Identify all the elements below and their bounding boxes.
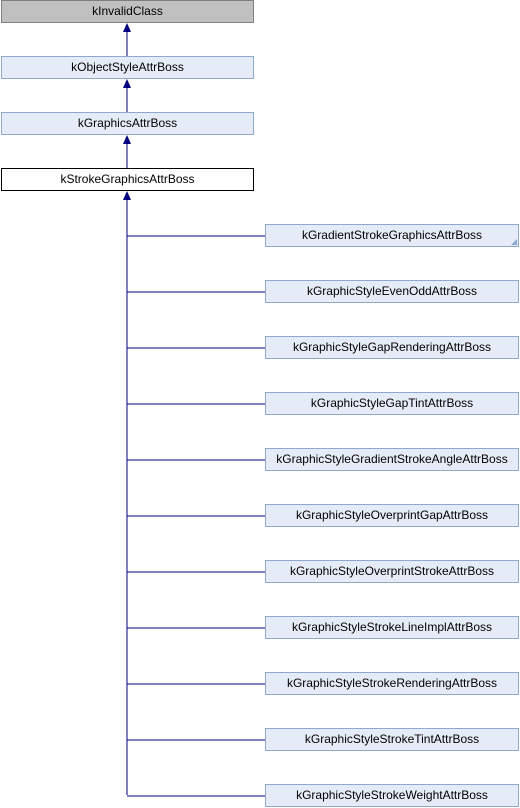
child-class-node-kGraphicStyleGapRenderingAttrBoss[interactable]: kGraphicStyleGapRenderingAttrBoss [265,336,519,359]
inheritance-arrowhead [123,135,131,144]
inheritance-arrowhead [123,23,131,32]
class-label: kGraphicStyleGradientStrokeAngleAttrBoss [276,452,508,466]
child-class-node-kGraphicStyleStrokeTintAttrBoss[interactable]: kGraphicStyleStrokeTintAttrBoss [265,728,519,751]
class-label: kGraphicsAttrBoss [77,116,178,130]
child-class-node-kGradientStrokeGraphicsAttrBoss[interactable]: kGradientStrokeGraphicsAttrBoss [265,224,519,247]
inheritance-arrowhead [123,79,131,88]
class-node-kInvalidClass[interactable]: kInvalidClass [1,0,254,23]
child-class-node-kGraphicStyleGradientStrokeAngleAttrBoss[interactable]: kGraphicStyleGradientStrokeAngleAttrBoss [265,448,519,471]
child-class-node-kGraphicStyleGapTintAttrBoss[interactable]: kGraphicStyleGapTintAttrBoss [265,392,519,415]
class-label: kGraphicStyleStrokeRenderingAttrBoss [286,676,498,690]
class-label: kObjectStyleAttrBoss [71,60,184,74]
class-label: kGraphicStyleEvenOddAttrBoss [306,284,478,298]
class-node-kObjectStyleAttrBoss[interactable]: kObjectStyleAttrBoss [1,56,254,79]
child-class-node-kGraphicStyleOverprintStrokeAttrBoss[interactable]: kGraphicStyleOverprintStrokeAttrBoss [265,560,519,583]
child-class-node-kGraphicStyleStrokeWeightAttrBoss[interactable]: kGraphicStyleStrokeWeightAttrBoss [265,784,519,807]
class-label: kGraphicStyleOverprintGapAttrBoss [295,508,489,522]
class-label: kGraphicStyleOverprintStrokeAttrBoss [289,564,495,578]
class-label: kGraphicStyleStrokeLineImplAttrBoss [291,620,493,634]
child-class-node-kGraphicStyleStrokeRenderingAttrBoss[interactable]: kGraphicStyleStrokeRenderingAttrBoss [265,672,519,695]
class-label: kGradientStrokeGraphicsAttrBoss [301,228,483,242]
child-class-node-kGraphicStyleEvenOddAttrBoss[interactable]: kGraphicStyleEvenOddAttrBoss [265,280,519,303]
class-label: kGraphicStyleStrokeWeightAttrBoss [296,788,488,802]
current-class-node: kStrokeGraphicsAttrBoss [1,168,254,191]
child-class-node-kGraphicStyleStrokeLineImplAttrBoss[interactable]: kGraphicStyleStrokeLineImplAttrBoss [265,616,519,639]
class-label: kGraphicStyleGapTintAttrBoss [310,396,474,410]
class-node-kGraphicsAttrBoss[interactable]: kGraphicsAttrBoss [1,112,254,135]
child-class-node-kGraphicStyleOverprintGapAttrBoss[interactable]: kGraphicStyleOverprintGapAttrBoss [265,504,519,527]
class-label: kInvalidClass [92,4,163,18]
inheritance-arrowhead [123,191,131,200]
class-label: kStrokeGraphicsAttrBoss [60,172,195,186]
more-subclasses-icon [511,239,517,245]
class-label: kGraphicStyleGapRenderingAttrBoss [292,340,492,354]
class-label: kGraphicStyleStrokeTintAttrBoss [304,732,480,746]
